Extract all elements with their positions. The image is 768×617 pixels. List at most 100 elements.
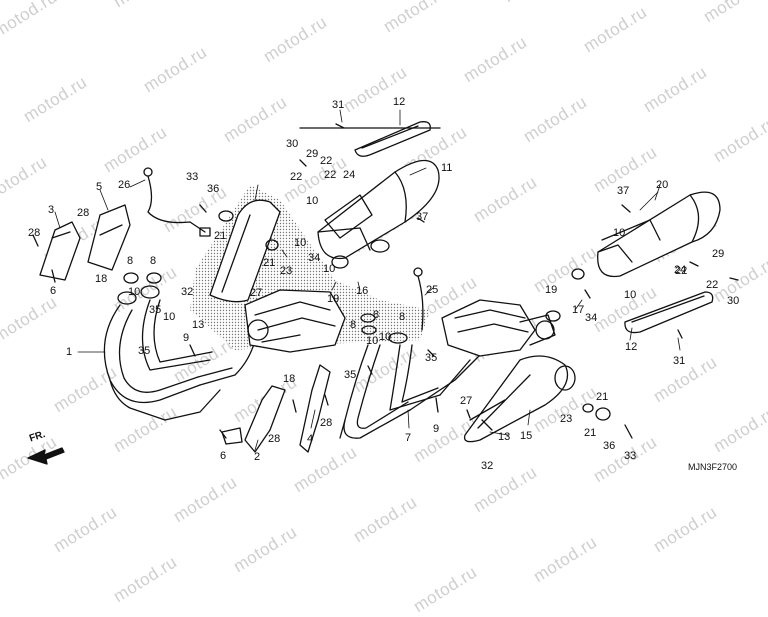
callout-number: 6 <box>50 285 57 297</box>
callout-number: 22 <box>324 169 337 181</box>
callout-number: 24 <box>674 264 687 276</box>
callout-number: 5 <box>96 181 103 193</box>
callout-number: 35 <box>138 345 151 357</box>
clamps-part-21-23 <box>218 210 611 421</box>
callout-number: 21 <box>584 427 597 439</box>
right-muffler-part-20 <box>597 191 721 278</box>
callout-number: 33 <box>624 450 637 462</box>
callout-number: 10 <box>323 263 336 275</box>
callout-number: 12 <box>625 341 638 353</box>
front-direction-arrow <box>27 447 65 465</box>
callout-number: 9 <box>183 332 190 344</box>
callout-number: 18 <box>283 373 296 385</box>
callout-number: 36 <box>207 183 220 195</box>
bracket-part-2 <box>221 385 286 453</box>
callout-number: 10 <box>366 335 379 347</box>
callout-number: 22 <box>706 279 719 291</box>
bracket-parts-3-5 <box>39 204 131 281</box>
catalyst-chamber-right <box>441 299 556 357</box>
bracket-part-4 <box>299 364 331 453</box>
callout-number: 16 <box>356 285 369 297</box>
callout-number: 8 <box>350 319 357 331</box>
callout-number: 35 <box>425 352 438 364</box>
o2-sensor-part-26 <box>143 167 211 237</box>
upper-muffler-part-11 <box>317 159 440 260</box>
callout-number: 19 <box>545 284 558 296</box>
callout-number: 10 <box>624 289 637 301</box>
callout-number: 35 <box>149 304 162 316</box>
callout-number: 22 <box>320 155 333 167</box>
callout-number: 18 <box>95 273 108 285</box>
callout-number: 37 <box>416 211 429 223</box>
callout-number: 10 <box>379 331 392 343</box>
callout-number: 8 <box>399 311 406 323</box>
heat-shield-part-12-upper <box>299 121 441 157</box>
callout-number: 22 <box>290 171 303 183</box>
callout-number: 10 <box>294 237 307 249</box>
callout-number: 20 <box>656 179 669 191</box>
callout-number: 29 <box>306 148 319 160</box>
callout-number: 13 <box>498 431 511 443</box>
callout-number: 27 <box>460 395 473 407</box>
callout-number: 33 <box>186 171 199 183</box>
heat-guard-part-15 <box>463 355 576 443</box>
callout-number: 6 <box>220 450 227 462</box>
heat-shield-part-14 <box>209 199 281 303</box>
callout-number: 9 <box>433 423 440 435</box>
callout-number: 26 <box>118 179 131 191</box>
callout-number: 23 <box>560 413 573 425</box>
callout-number: 32 <box>181 286 194 298</box>
callout-number: 29 <box>712 248 725 260</box>
callout-number: 32 <box>481 460 494 472</box>
callout-number: 34 <box>308 252 321 264</box>
callout-number: 1 <box>66 346 73 358</box>
catalyst-chamber-center <box>244 289 346 353</box>
callout-number: 10 <box>306 195 319 207</box>
callout-number: 21 <box>263 257 276 269</box>
callout-number: 10 <box>128 286 141 298</box>
callout-number: 8 <box>127 255 134 267</box>
heat-shield-part-12-lower <box>624 291 714 334</box>
callout-number: 3 <box>48 204 55 216</box>
callout-number: 25 <box>426 284 439 296</box>
callout-number: 27 <box>250 287 263 299</box>
front-exhaust-pipe-part-1 <box>103 299 256 421</box>
diagram-code: MJN3F2700 <box>688 462 738 472</box>
callout-number: 8 <box>150 255 157 267</box>
callout-number: 15 <box>520 430 533 442</box>
callout-number: 34 <box>585 312 598 324</box>
fasteners <box>32 123 739 439</box>
callout-number: 28 <box>320 417 333 429</box>
callout-number: 8 <box>373 309 380 321</box>
callout-number: 28 <box>268 433 281 445</box>
callout-number: 13 <box>192 319 205 331</box>
callout-number: 7 <box>405 432 412 444</box>
callout-number: 23 <box>280 265 293 277</box>
callout-number: 35 <box>344 369 357 381</box>
callout-number: 2 <box>254 451 261 463</box>
callout-number: 31 <box>332 99 345 111</box>
callout-number: 21 <box>214 230 227 242</box>
callout-number: 37 <box>617 185 630 197</box>
leader-lines <box>54 109 681 451</box>
callout-number: 12 <box>393 96 406 108</box>
callout-number: 28 <box>77 207 90 219</box>
callout-number: 30 <box>286 138 299 150</box>
gaskets-part-8 <box>117 272 408 344</box>
callout-number: 22 <box>675 265 688 277</box>
callout-number: 10 <box>163 311 176 323</box>
callout-number: 19 <box>327 293 340 305</box>
callout-number: 17 <box>572 304 585 316</box>
o2-sensor-part-25 <box>413 267 424 331</box>
callout-number: 21 <box>596 391 609 403</box>
callout-number: 28 <box>28 227 41 239</box>
callout-number: 31 <box>673 355 686 367</box>
callout-number: 4 <box>307 433 314 445</box>
exploded-view-drawing <box>27 109 739 465</box>
callout-number: 36 <box>603 440 616 452</box>
rear-exhaust-pipe-part-7 <box>339 344 481 439</box>
callout-number: 10 <box>613 227 626 239</box>
callout-number: 11 <box>441 162 453 174</box>
callout-number: 30 <box>727 295 740 307</box>
